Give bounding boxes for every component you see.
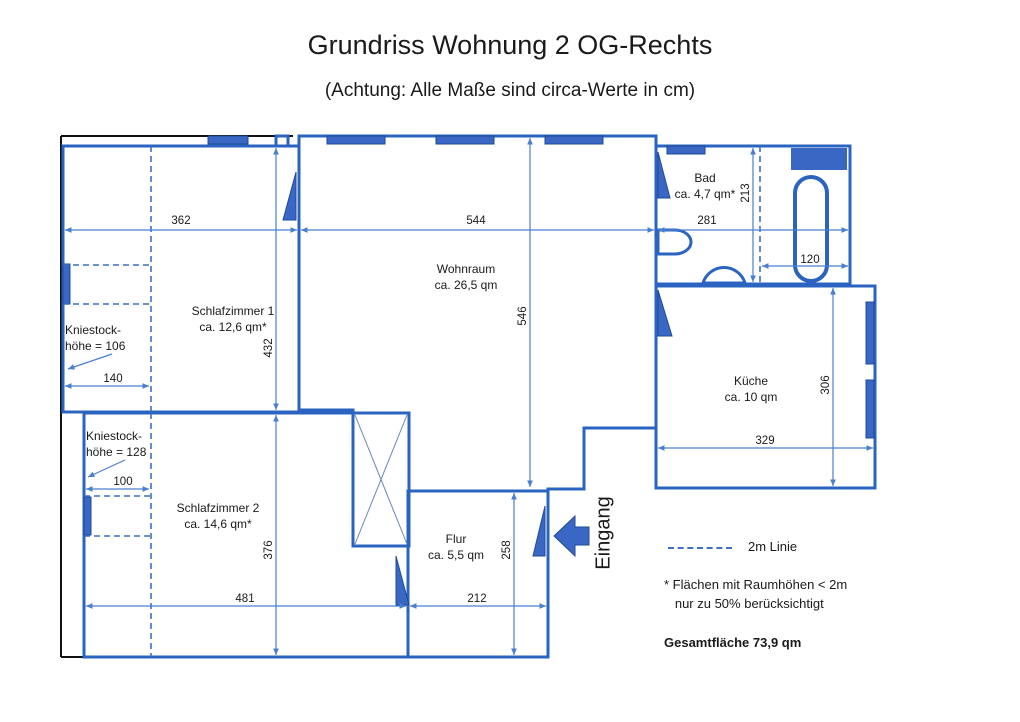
dim-kitchen-width: 329 [755,435,774,447]
entrance-arrow-icon [553,514,590,558]
room-bedroom2-area: ca. 14,6 qm* [184,517,252,531]
two-meter-lines [63,146,761,657]
doors [282,151,673,606]
dimension-lines [65,138,873,655]
dim-bedroom2-width: 481 [235,593,254,605]
room-bedroom1-area: ca. 12,6 qm* [199,320,267,334]
dim-hall-width: 212 [467,593,486,605]
sink-icon [700,266,748,285]
room-hall-area: ca. 5,5 qm [428,548,484,562]
dim-bedroom1-width: 362 [171,215,190,227]
dim-bath-height: 213 [740,183,752,202]
dim-bath-width: 281 [697,215,716,227]
room-bedroom2-name: Schlafzimmer 2 [177,501,260,515]
dim-bath-tub: 120 [800,254,819,266]
total-area: Gesamtfläche 73,9 qm [664,635,802,650]
kneewall2-line2: höhe = 128 [86,445,147,459]
bedroom1-walls [61,144,301,414]
bath-walls [654,144,852,286]
dim-bedroom1-height: 432 [263,338,275,357]
room-hall-name: Flur [446,532,467,546]
dim-hall-height: 258 [501,540,513,559]
legend-label: 2m Linie [748,539,798,554]
kneewall1-line2: höhe = 106 [65,339,126,353]
kneewall2-line1: Kniestock- [86,429,142,443]
toilet-icon [656,228,693,256]
hall-walls [406,489,550,659]
room-living-name: Wohnraum [437,262,495,276]
room-bath-name: Bad [694,171,715,185]
dim-bedroom2-height: 376 [263,540,275,559]
plan-subtitle: (Achtung: Alle Maße sind circa-Werte in … [324,80,696,101]
dim-living-height: 546 [517,306,529,325]
room-bath-area: ca. 4,7 qm* [675,187,736,201]
dimension-labels: 362 544 281 120 140 100 329 481 212 432 … [103,183,832,605]
dim-living-width: 544 [466,215,486,227]
walls [61,134,877,659]
kneewall1-line1: Kniestock- [65,323,121,337]
bath-corner [274,134,290,148]
room-living-area: ca. 26,5 qm [435,278,498,292]
plan-title: Grundriss Wohnung 2 OG-Rechts [307,30,713,60]
footnote: * Flächen mit Raumhöhen < 2m nur zu 50% … [664,577,848,611]
entrance-label: Eingang [592,496,615,570]
windows [62,135,875,536]
room-kitchen-area: ca. 10 qm [725,390,778,404]
tub-tap-icon [791,148,847,170]
dim-kitchen-height: 306 [820,375,832,394]
room-labels: Schlafzimmer 1 ca. 12,6 qm* Wohnraum ca.… [65,171,777,562]
room-bedroom1-name: Schlafzimmer 1 [192,304,275,318]
room-kitchen-name: Küche [734,374,768,388]
dim-bedroom1-kneewall: 140 [103,373,122,385]
stairwell-cross [354,414,408,545]
legend-dashed-line [668,547,732,549]
kitchen-walls [654,284,877,490]
dim-bedroom2-kneewall: 100 [113,476,132,488]
stairwell-walls [351,411,411,548]
outer-roof-edge [60,135,293,658]
